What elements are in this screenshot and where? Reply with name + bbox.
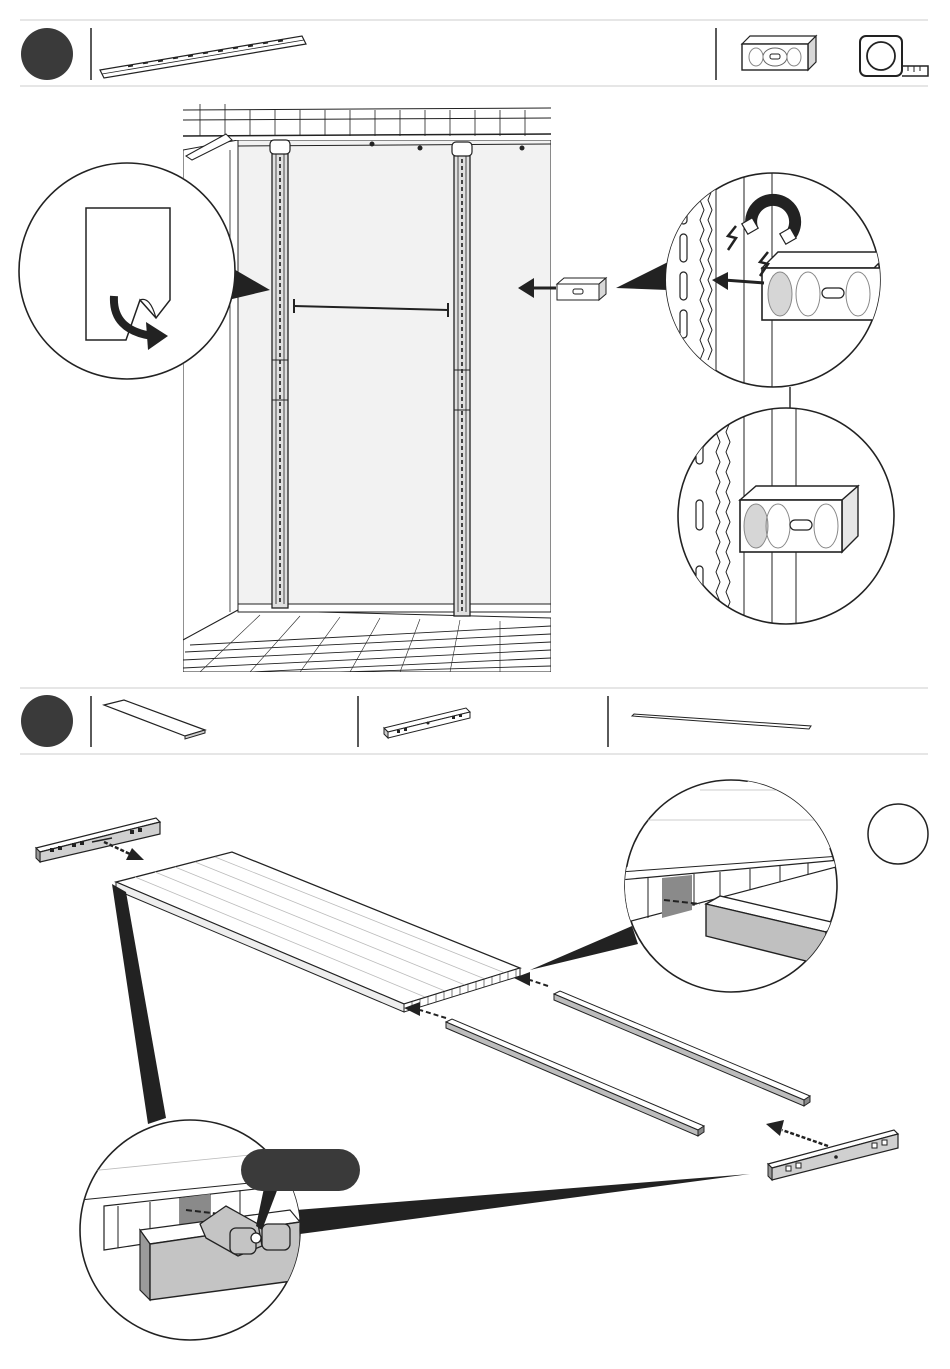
left-vertical-rail [270, 140, 290, 608]
shelf-board-part-icon [104, 700, 205, 739]
floor-deck [183, 604, 551, 672]
step2-check-circle [868, 804, 928, 864]
callout-peel-protective-film [19, 163, 235, 379]
callout-pointer-bracket-left [112, 884, 166, 1124]
step1-badge [21, 28, 73, 80]
shed-interior-scene [183, 100, 551, 672]
tape-measure-icon [860, 36, 928, 76]
shelf-rod-part-icon [632, 714, 811, 729]
callout-pointer-magnet [616, 262, 668, 290]
callout-pointer-shelf-end [530, 926, 638, 970]
callout-pointer-bracket-right [296, 1174, 750, 1234]
bracket-insert-arrow-right [766, 1120, 828, 1146]
right-vertical-rail [452, 142, 472, 616]
shelf-bracket-right [768, 1130, 898, 1180]
spirit-level-small [557, 278, 606, 300]
callout-rod-into-shelf [620, 780, 850, 992]
step1-header [20, 20, 928, 86]
shelf-bracket-part-icon [384, 708, 470, 738]
callout-level-on-rail [678, 408, 894, 625]
callout-magnetic-level [666, 170, 892, 390]
shelf-board [116, 852, 520, 1012]
spirit-level-icon [742, 36, 816, 70]
rail-part-icon [100, 36, 306, 78]
bracket-insert-arrow-left [104, 842, 144, 860]
step2-header [20, 688, 928, 754]
shelf-bracket-left [36, 818, 160, 862]
step2-badge [21, 695, 73, 747]
